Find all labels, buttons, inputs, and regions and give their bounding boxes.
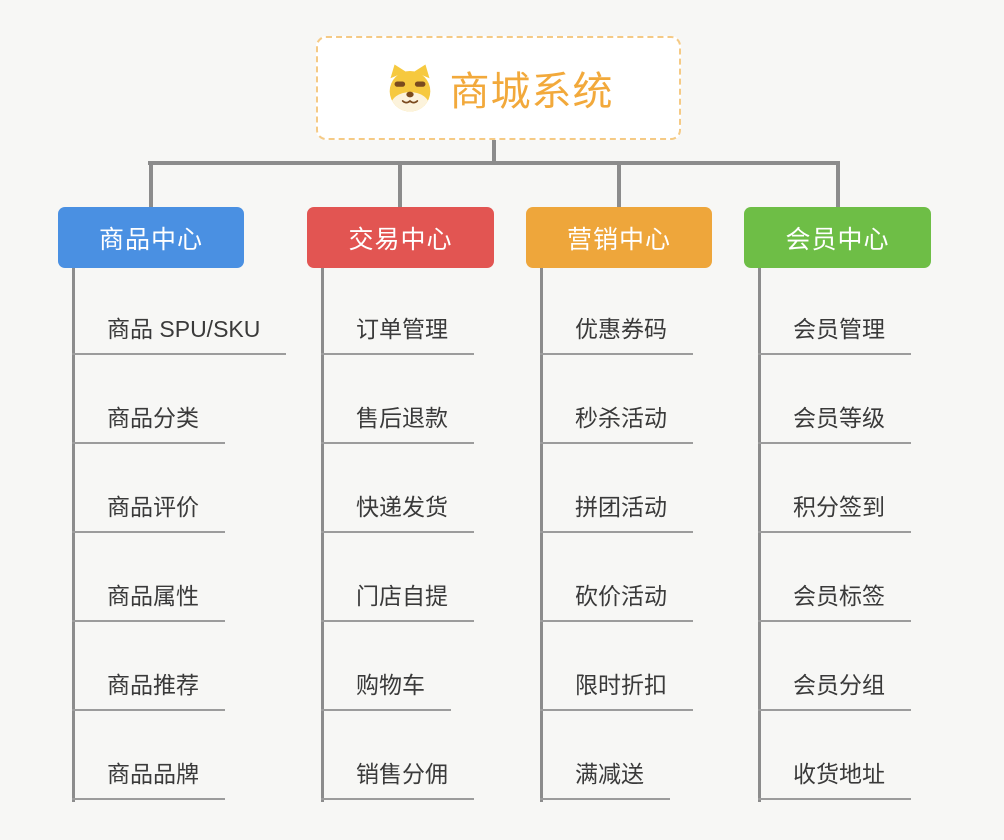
leaf-node-3-0[interactable]: 会员管理 <box>758 313 911 355</box>
branch-label-member-center: 会员中心 <box>785 225 890 254</box>
leaf-node-2-2[interactable]: 拼团活动 <box>540 491 693 533</box>
branch-node-marketing-center[interactable]: 营销中心 <box>526 207 712 268</box>
connector-trunk-member-center <box>758 267 761 802</box>
leaf-node-3-3[interactable]: 会员标签 <box>758 580 911 622</box>
leaf-node-0-4[interactable]: 商品推荐 <box>72 669 225 711</box>
leaf-node-1-5[interactable]: 销售分佣 <box>321 758 474 800</box>
connector-trunk-marketing-center <box>540 267 543 802</box>
leaf-node-0-2[interactable]: 商品评价 <box>72 491 225 533</box>
connector-trunk-product-center <box>72 267 75 802</box>
branch-label-trade-center: 交易中心 <box>348 225 453 254</box>
leaf-node-0-0[interactable]: 商品 SPU/SKU <box>72 313 287 355</box>
connector-root-stem <box>492 140 496 162</box>
leaf-node-2-3[interactable]: 砍价活动 <box>540 580 693 622</box>
leaf-node-3-1[interactable]: 会员等级 <box>758 402 911 444</box>
dog-face-icon <box>389 64 430 112</box>
leaf-node-1-2[interactable]: 快递发货 <box>321 491 474 533</box>
leaf-node-2-5[interactable]: 满减送 <box>540 758 670 800</box>
connector-drop-product-center <box>149 161 153 208</box>
root-node[interactable]: 商城系统 <box>316 36 681 140</box>
branch-label-marketing-center: 营销中心 <box>566 225 671 254</box>
leaf-node-1-0[interactable]: 订单管理 <box>321 313 474 355</box>
leaf-node-3-4[interactable]: 会员分组 <box>758 669 911 711</box>
leaf-node-2-4[interactable]: 限时折扣 <box>540 669 693 711</box>
leaf-node-0-3[interactable]: 商品属性 <box>72 580 225 622</box>
root-title: 商城系统 <box>449 70 614 114</box>
leaf-node-1-1[interactable]: 售后退款 <box>321 402 474 444</box>
connector-horizontal-bar <box>148 161 840 165</box>
branch-node-trade-center[interactable]: 交易中心 <box>307 207 494 268</box>
branch-node-member-center[interactable]: 会员中心 <box>744 207 931 268</box>
leaf-node-1-4[interactable]: 购物车 <box>321 669 451 711</box>
connector-drop-trade-center <box>398 161 402 208</box>
leaf-node-3-2[interactable]: 积分签到 <box>758 491 911 533</box>
leaf-node-0-1[interactable]: 商品分类 <box>72 402 225 444</box>
connector-drop-member-center <box>836 161 840 208</box>
branch-label-product-center: 商品中心 <box>98 225 203 254</box>
leaf-node-0-5[interactable]: 商品品牌 <box>72 758 225 800</box>
leaf-node-3-5[interactable]: 收货地址 <box>758 758 911 800</box>
connector-trunk-trade-center <box>321 267 324 802</box>
leaf-node-1-3[interactable]: 门店自提 <box>321 580 474 622</box>
connector-drop-marketing-center <box>617 161 621 208</box>
leaf-node-2-0[interactable]: 优惠券码 <box>540 313 693 355</box>
branch-node-product-center[interactable]: 商品中心 <box>58 207 244 268</box>
leaf-node-2-1[interactable]: 秒杀活动 <box>540 402 693 444</box>
